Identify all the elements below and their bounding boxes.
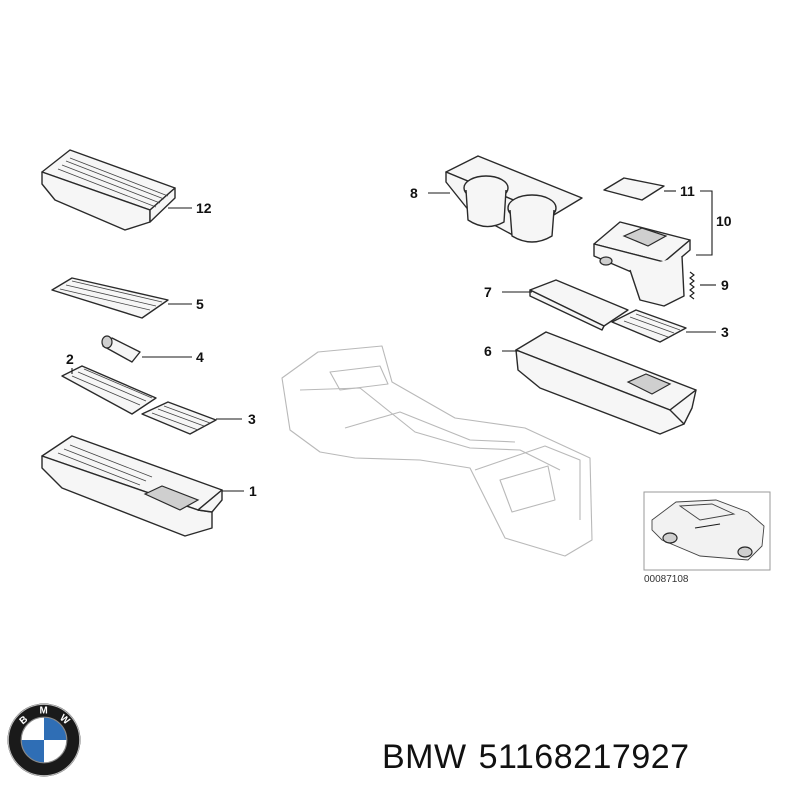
callout-3-right: 3 <box>721 324 729 340</box>
callout-12: 12 <box>196 200 212 216</box>
part-9-spring <box>689 271 695 300</box>
leader-10 <box>696 190 713 256</box>
callout-5: 5 <box>196 296 204 312</box>
part-7-insert-plate <box>529 279 629 331</box>
part-3-small-mat-right <box>611 309 687 343</box>
callout-11: 11 <box>680 183 695 199</box>
part-4-socket <box>101 335 141 363</box>
part-8-cup-holder <box>445 155 583 243</box>
part-2-rubber-mat <box>61 365 157 415</box>
callout-8: 8 <box>410 185 418 201</box>
callout-7: 7 <box>484 284 492 300</box>
callout-10: 10 <box>716 213 732 229</box>
callout-9: 9 <box>721 277 729 293</box>
center-console-outline <box>281 345 593 557</box>
part-5-roller-cover <box>51 277 169 319</box>
car-silhouette <box>651 499 765 561</box>
callout-3-left: 3 <box>248 411 256 427</box>
part-6-lower-tray <box>515 331 697 435</box>
part-caption: BMW 51168217927 <box>382 738 792 777</box>
inset-reference-number: 00087108 <box>644 574 689 585</box>
callout-2: 2 <box>66 351 74 367</box>
part-1-main-tray <box>41 435 223 537</box>
brand-name: BMW <box>382 738 467 776</box>
part-12-storage-compartment <box>41 149 176 231</box>
vehicle-inset: 00087108 <box>643 491 771 585</box>
part-3-small-mat-left <box>141 401 217 435</box>
part-number: 51168217927 <box>478 738 690 776</box>
logo-letter-m: M <box>39 705 47 716</box>
callout-4: 4 <box>196 349 204 365</box>
bmw-roundel-icon: B M W <box>7 703 81 777</box>
callout-6: 6 <box>484 343 492 359</box>
part-10-ashtray-unit <box>593 221 691 307</box>
part-11-cover-plate <box>603 177 665 201</box>
callout-1: 1 <box>249 483 257 499</box>
